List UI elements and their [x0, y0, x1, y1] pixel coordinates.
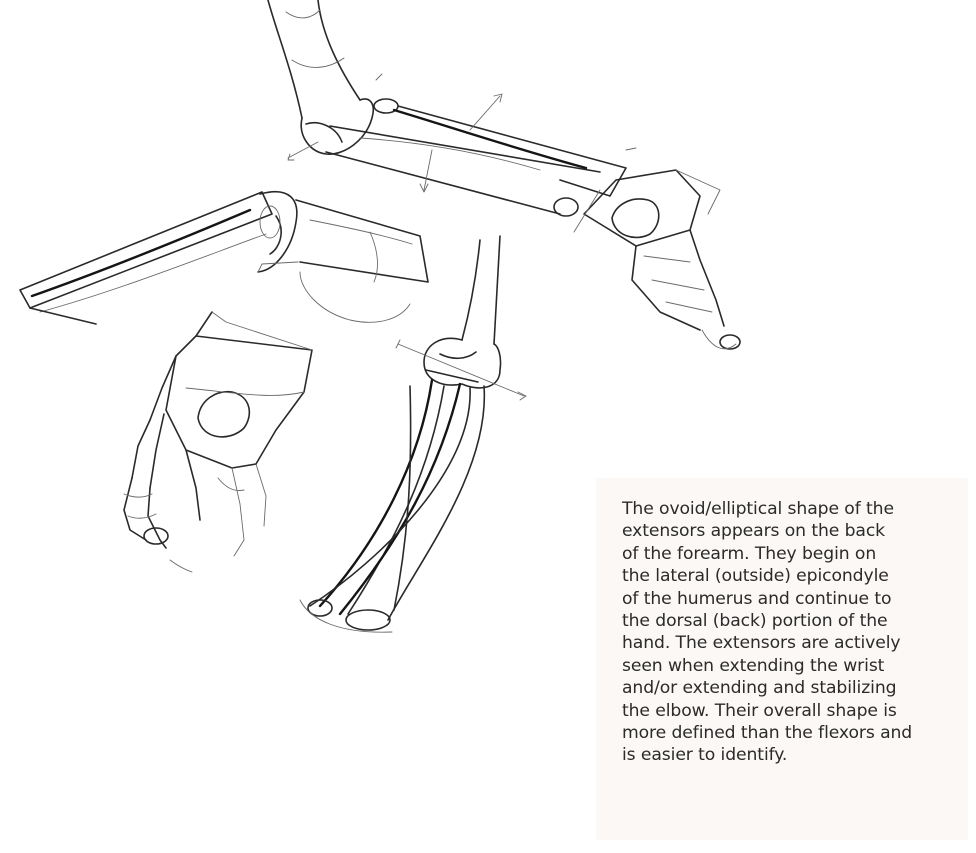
- caption-text: The ovoid/elliptical shape of the extens…: [622, 498, 958, 767]
- vertical-arm-sketch: [300, 236, 526, 632]
- caption-box: The ovoid/elliptical shape of the extens…: [596, 478, 968, 840]
- left-arm-sketch: [20, 192, 428, 324]
- top-arm-sketch: [268, 0, 740, 349]
- middle-hand-sketch: [124, 272, 410, 572]
